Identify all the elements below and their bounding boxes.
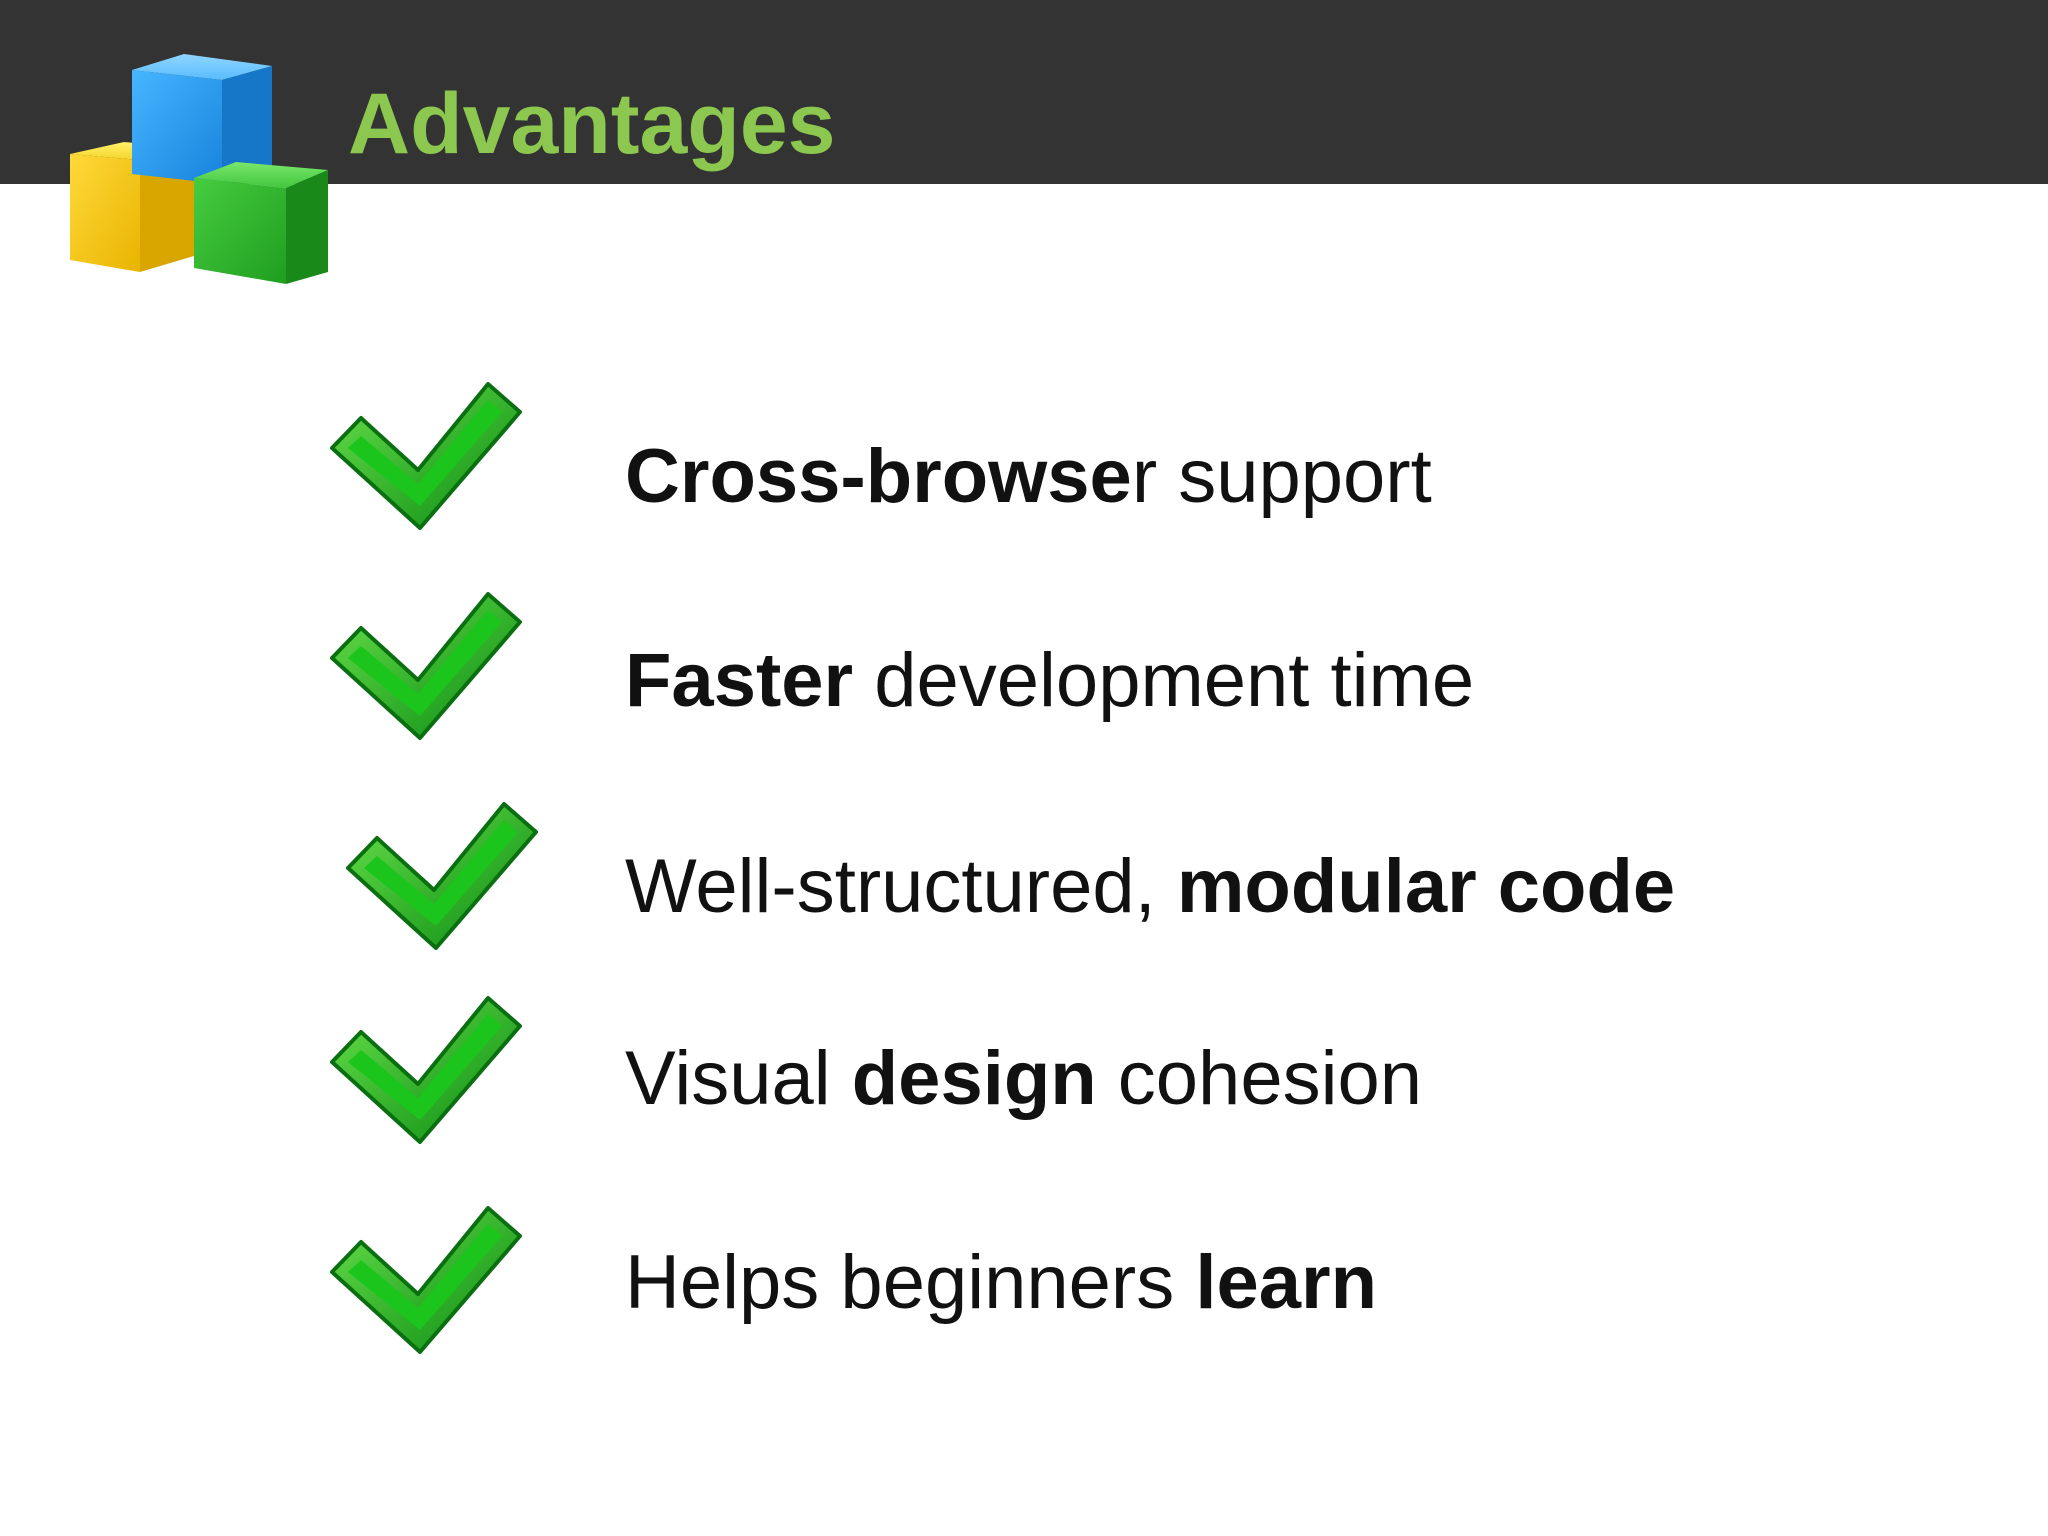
checkmark-icon bbox=[330, 380, 530, 540]
plain-text: Visual bbox=[625, 1036, 852, 1121]
plain-text: r support bbox=[1131, 434, 1432, 519]
header-bar bbox=[0, 0, 2048, 184]
checkmark-icon bbox=[330, 994, 530, 1154]
emphasis-text: learn bbox=[1195, 1240, 1377, 1325]
emphasis-text: Cross-browse bbox=[625, 434, 1132, 519]
emphasis-text: modular code bbox=[1176, 844, 1676, 929]
list-item-text: Cross-browser support bbox=[625, 432, 1432, 522]
emphasis-text: design bbox=[851, 1036, 1097, 1121]
list-item-text: Faster development time bbox=[625, 636, 1474, 726]
list-item: Faster development time bbox=[0, 590, 2048, 750]
list-item: Well-structured, modular code bbox=[0, 800, 2048, 960]
plain-text: Helps beginners bbox=[625, 1240, 1196, 1325]
list-item-text: Well-structured, modular code bbox=[625, 842, 1675, 932]
plain-text: development time bbox=[853, 638, 1475, 723]
stacked-cubes-icon bbox=[60, 48, 340, 298]
checkmark-icon bbox=[346, 800, 546, 960]
list-item: Visual design cohesion bbox=[0, 994, 2048, 1154]
emphasis-text: Faster bbox=[625, 638, 854, 723]
slide-title: Advantages bbox=[348, 76, 836, 172]
list-item: Helps beginners learn bbox=[0, 1204, 2048, 1364]
list-item-text: Helps beginners learn bbox=[625, 1238, 1377, 1328]
plain-text: cohesion bbox=[1096, 1036, 1423, 1121]
plain-text: Well-structured, bbox=[625, 844, 1177, 929]
list-item-text: Visual design cohesion bbox=[625, 1034, 1422, 1124]
checkmark-icon bbox=[330, 1204, 530, 1364]
checkmark-icon bbox=[330, 590, 530, 750]
list-item: Cross-browser support bbox=[0, 380, 2048, 540]
